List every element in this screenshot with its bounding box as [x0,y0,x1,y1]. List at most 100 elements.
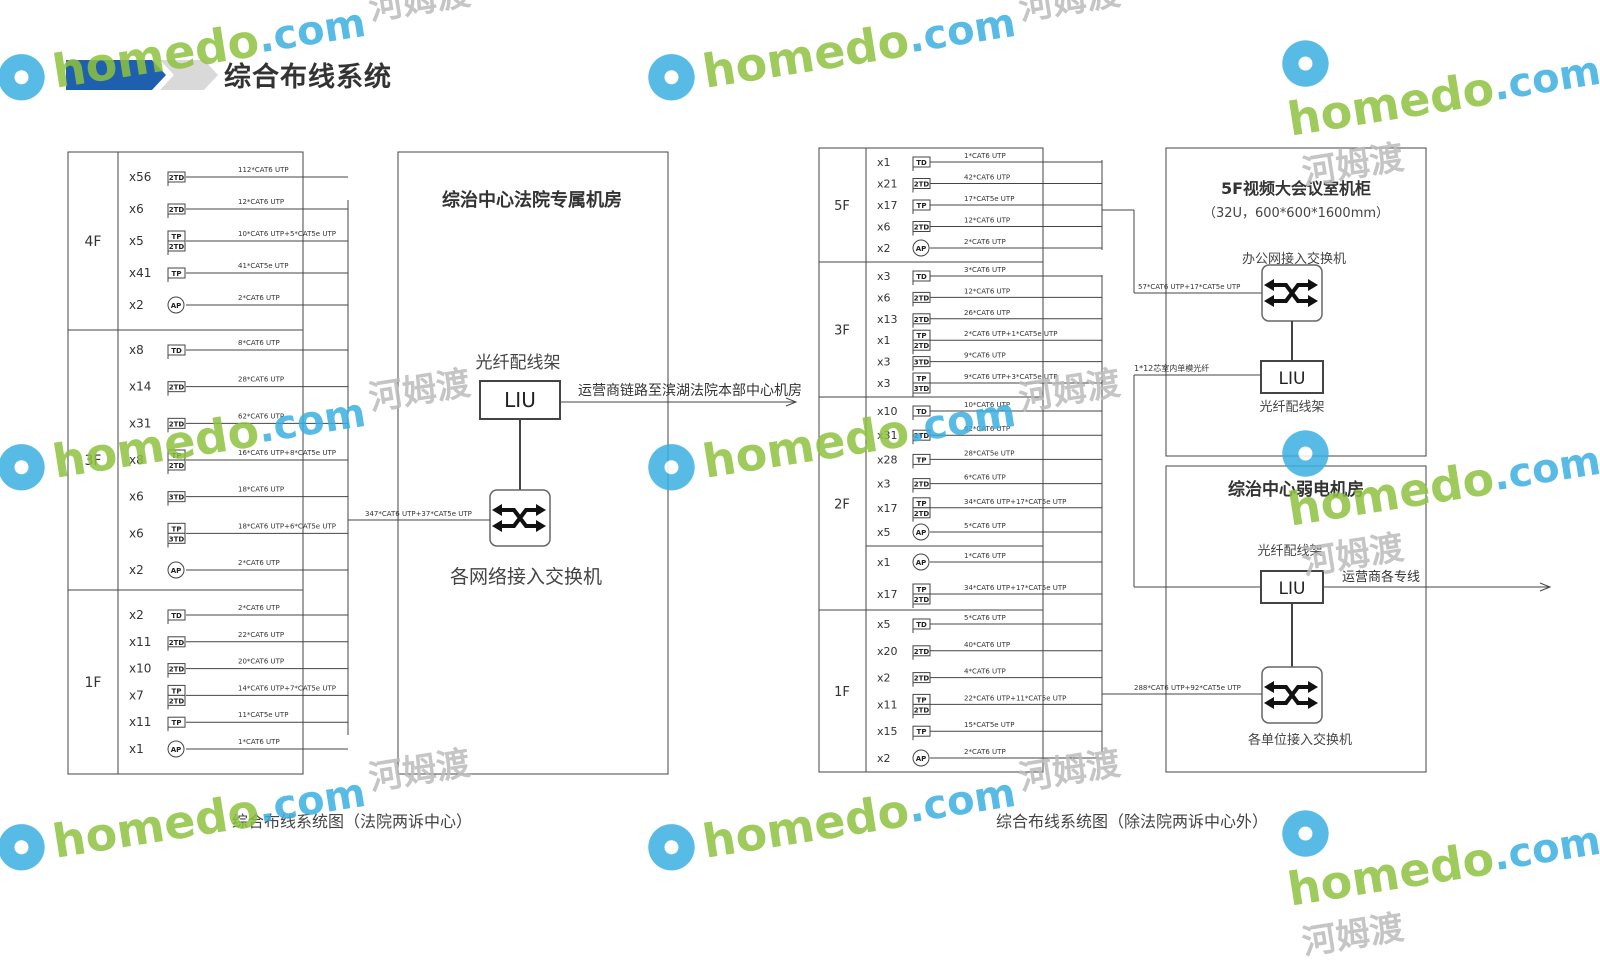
outlet-qty: x17 [877,199,898,212]
cable-label: 9*CAT6 UTP+3*CAT5e UTP [964,373,1058,381]
outlet-qty: x2 [129,563,144,577]
trunk-cable-label: 288*CAT6 UTP+92*CAT5e UTP [1134,684,1241,692]
outlet-icon: 2TD [167,203,186,218]
outlet-code: 2TD [169,697,185,705]
outlet-code: TP [172,525,182,533]
outlet-code: 2TD [914,706,930,714]
outlet-icon: 2TD [912,313,931,328]
outlet-code: 2TD [169,666,185,674]
outlet-code: 3TD [169,535,185,543]
switch-label: 各网络接入交换机 [450,566,602,588]
outlet-code: TP [917,332,927,340]
cable-label: 62*CAT6 UTP [238,412,284,420]
ap-icon-text: AP [171,567,182,575]
outlet-qty: x1 [877,156,891,169]
outlet-code: TP [172,719,182,727]
outlet-code: TD [916,159,927,167]
bottom-liu-box [1260,570,1324,604]
ap-icon [912,523,930,541]
cable-label: 42*CAT6 UTP [964,174,1010,182]
liu-text: LIU [1279,369,1306,389]
outlet-icon: 2TD [912,429,931,445]
outlet-icon: 3TD [167,491,186,506]
trunk-cable-label: 347*CAT6 UTP+37*CAT5e UTP [365,510,472,518]
cable-label: 18*CAT6 UTP [238,486,284,494]
floor-label: 3F [834,324,850,339]
left-caption: 综合布线系统图（法院两诉中心） [232,812,473,831]
outlet-code: 2TD [914,648,930,656]
switch-arrow-b [500,508,538,528]
arrow-head [785,397,798,407]
outlet-icon: 2TD [912,672,931,687]
outlet-code: 2TD [914,294,930,302]
floor-label: 2F [834,498,850,513]
arrow-head [1539,582,1552,592]
cable-label: 5*CAT6 UTP [964,614,1006,622]
switch-head [1308,681,1318,693]
cable-label: 14*CAT6 UTP+7*CAT5e UTP [238,684,336,692]
switch-head [492,520,502,532]
outlet-code: 2TD [914,316,930,324]
cable-label: 3*CAT6 UTP [964,266,1006,274]
left-switch-icon [489,489,551,547]
ap-icon-text: AP [916,755,927,763]
outlet-qty: x2 [129,298,144,312]
outlet-icon: 2TD [167,636,186,651]
cable-label: 2*CAT6 UTP [964,748,1006,756]
cable-label: 2*CAT6 UTP [238,294,280,302]
liu-text: LIU [1279,579,1306,599]
page-title: 综合布线系统 [224,62,392,93]
outlet-code: TD [916,408,927,416]
cable-label: 2*CAT6 UTP [238,559,280,567]
outlet-qty: x2 [129,608,144,622]
outlet-icon: 2TD [167,381,186,396]
outlet-qty: x11 [877,698,898,711]
outlet-icon: 2TD [912,478,931,493]
cable-label: 5*CAT6 UTP [964,522,1006,530]
cable-label: 10*CAT6 UTP+5*CAT5e UTP [238,230,336,238]
outlet-qty: x1 [877,556,891,569]
outlet-icon: 2TD [912,221,931,236]
outlet-code: 2TD [169,174,185,182]
ap-icon-text: AP [171,302,182,310]
left-room-box [397,151,669,775]
switch-head [1264,279,1274,291]
cable-label: 1*CAT6 UTP [238,738,280,746]
outlet-code: TP [917,586,927,594]
floor-label: 5F [834,199,850,214]
outlet-code: TP [172,233,182,241]
outlet-qty: x3 [877,270,891,283]
top-room-title: 5F视频大会议室机柜 [1221,179,1371,198]
outlet-qty: x6 [129,490,144,504]
bottom-room-title: 综治中心弱电机房 [1228,479,1364,500]
outlet-qty: x13 [877,313,898,326]
left-liu-box [479,380,561,420]
outlet-icon: TD [167,344,186,359]
outlet-qty: x2 [877,672,891,685]
outlet-code: 2TD [169,243,185,251]
outlet-qty: x6 [129,526,144,540]
switch-head [1308,279,1318,291]
outlet-qty: x2 [877,752,891,765]
outlet-code: TD [171,347,182,355]
outlet-qty: x5 [877,618,891,631]
ap-icon [167,561,185,579]
cable-label: 17*CAT5e UTP [964,195,1014,203]
outlet-icon: AP [912,523,930,541]
cable-label: 34*CAT6 UTP+17*CAT5e UTP [964,498,1066,506]
ap-icon-text: AP [916,529,927,537]
outlet-code: TD [916,273,927,281]
outlet-code: 2TD [914,675,930,683]
outlet-qty: x11 [129,715,151,729]
outlet-icon: 2TD [167,663,186,678]
outlet-qty: x56 [129,170,151,184]
outlet-qty: x2 [877,242,891,255]
outlet-code: TP [917,728,927,736]
outlet-code: 3TD [914,359,930,367]
cable-label: 18*CAT6 UTP+6*CAT5e UTP [238,522,336,530]
